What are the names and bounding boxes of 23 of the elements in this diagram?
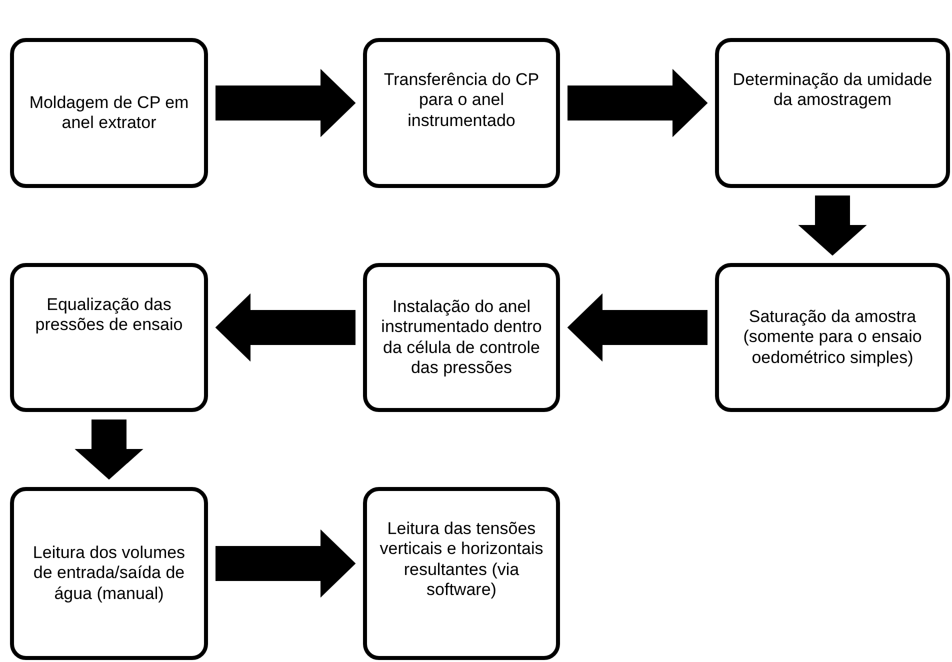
block-arrow (216, 68, 356, 138)
step-text: Determinação da umidade da amostragem (732, 70, 934, 111)
process-box (363, 487, 560, 660)
process-box (715, 38, 950, 188)
block-arrow (74, 420, 144, 480)
block-arrow (567, 293, 708, 362)
step-text: Transferência do CP para o anel instrumentado (382, 70, 540, 132)
process-box (10, 263, 208, 412)
process-box (10, 487, 208, 660)
process-box (363, 38, 560, 188)
block-arrow (216, 529, 356, 598)
step-text: Moldagem de CP em anel extrator (28, 92, 190, 134)
step-text: Saturação da amostra (somente para o ensaio oedométrico simples) (742, 306, 923, 368)
step-text: Leitura dos volumes de entrada/saída de água (manual) (32, 542, 186, 604)
process-box (363, 263, 560, 412)
process-box (715, 263, 950, 412)
block-arrow (568, 68, 708, 138)
step-text: Leitura das tensões verticais e horizontais resultantes (via software) (378, 519, 544, 601)
process-box (10, 38, 208, 188)
block-arrow (215, 293, 356, 362)
block-arrow (798, 196, 867, 256)
step-text: Equalização das pressões de ensaio (34, 295, 184, 336)
step-text: Instalação do anel instrumentado dentro da célula de controle das pressões (380, 296, 543, 378)
